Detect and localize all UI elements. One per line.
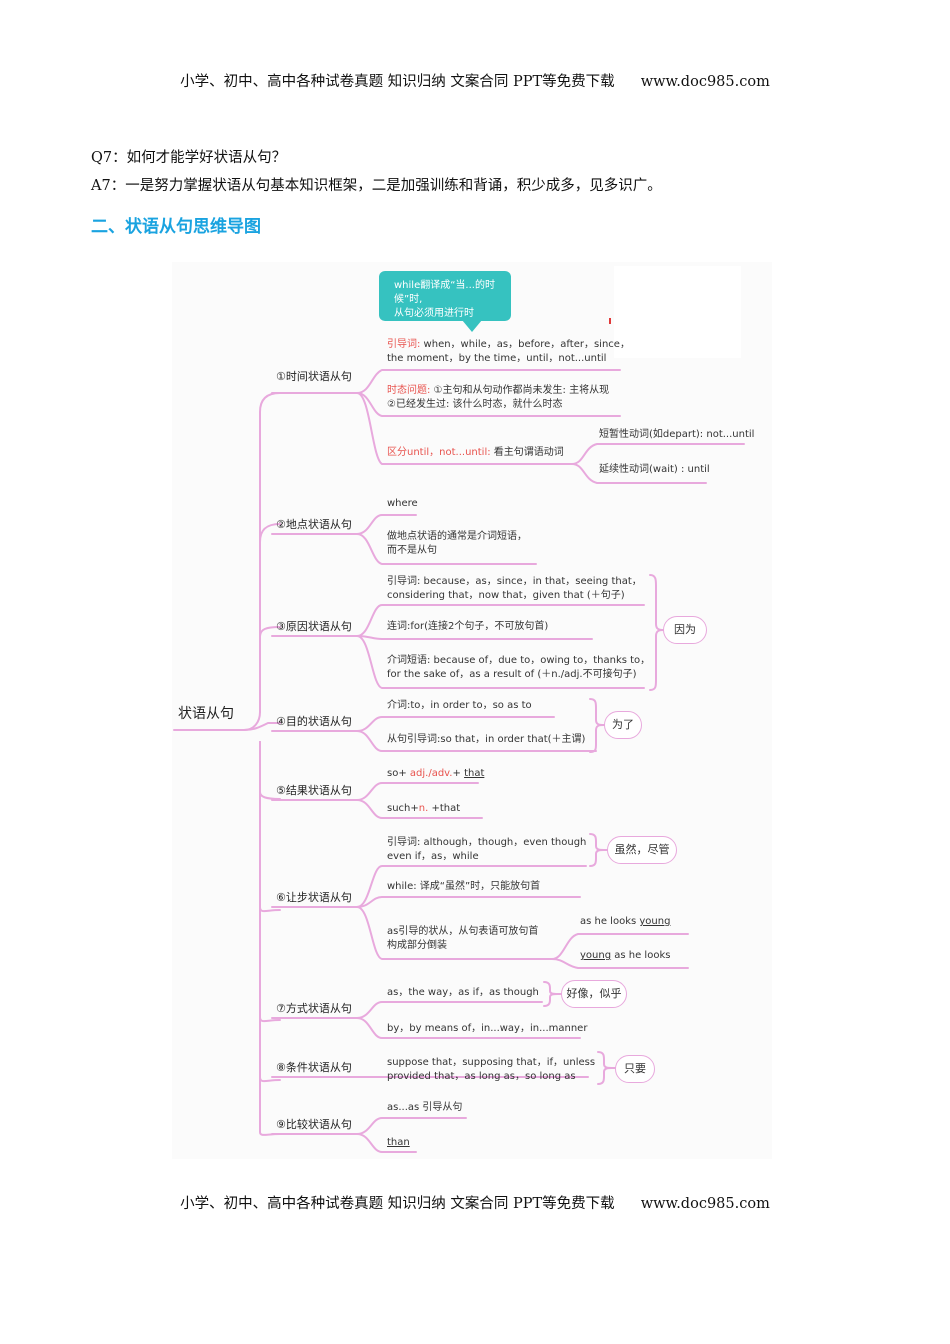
- question-q7: Q7：如何才能学好状语从句？: [91, 150, 287, 166]
- result-so-b: adj./adv.: [409, 768, 453, 779]
- page-footer: 小学、初中、高中各种试卷真题 知识归纳 文案合同 PPT等免费下载 www.doc…: [0, 1192, 950, 1213]
- branch-concession: ⑥让步状语从句: [276, 891, 352, 904]
- concession-ex2-a: young: [580, 950, 612, 961]
- reason-bubble: 因为: [663, 616, 707, 644]
- result-so: so+ adj./adv.+ that: [387, 767, 484, 781]
- concession-ex1-b: young: [639, 916, 671, 927]
- branch-time: ①时间状语从句: [276, 370, 352, 383]
- time-tense-rule-1: ①主句和从句动作都尚未发生: 主将从现: [430, 385, 610, 396]
- callout-note: while翻译成“当...的时候”时, 从句必须用进行时: [379, 271, 511, 321]
- reason-prep-2: for the sake of，as a result of (＋n./adj.…: [387, 669, 637, 680]
- callout-line-1: while翻译成“当...的时候”时,: [394, 280, 495, 305]
- time-until-text: 看主句谓语动词: [490, 447, 564, 458]
- place-where: where: [387, 498, 418, 509]
- purpose-prep: 介词:to，in order to，so as to: [387, 700, 532, 711]
- manner-prep: by，by means of，in...way，in...manner: [387, 1023, 588, 1034]
- time-until-long: 延续性动词(wait) : until: [599, 464, 710, 475]
- blank-note: [614, 266, 741, 358]
- branch-place: ②地点状语从句: [276, 518, 352, 531]
- time-tense: 时态问题: ①主句和从句动作都尚未发生: 主将从现: [387, 384, 609, 398]
- reason-prep-1: 介词短语: because of，due to，owing to，thanks …: [387, 655, 651, 666]
- concession-as-1: as引导的状从，从句表语可放句首: [387, 926, 539, 937]
- concession-conj-1: 引导词: although，though，even though: [387, 837, 587, 848]
- concession-conj-2: even if，as，while: [387, 851, 479, 862]
- manner-bubble: 好像，似乎: [561, 980, 627, 1008]
- place-note-2: 而不是从句: [387, 545, 437, 556]
- time-until-label: 区分until，not...until:: [387, 447, 491, 458]
- time-tense-label: 时态问题:: [387, 385, 431, 396]
- condition-conj-1: suppose that，supposing that，if，unless: [387, 1057, 596, 1068]
- header-text: 小学、初中、高中各种试卷真题 知识归纳 文案合同 PPT等免费下载: [180, 74, 615, 90]
- time-tense-rule-2: ②已经发生过: 该什么时态，就什么时态: [387, 399, 563, 410]
- branch-manner: ⑦方式状语从句: [276, 1002, 352, 1015]
- comparison-than: than: [387, 1137, 410, 1148]
- time-until-short: 短暂性动词(如depart): not...until: [599, 429, 755, 440]
- purpose-conj: 从句引导词:so that，in order that(＋主谓): [387, 734, 586, 745]
- section-title: 二、状语从句思维导图: [91, 217, 261, 237]
- time-until: 区分until，not...until: 看主句谓语动词: [387, 446, 564, 460]
- reason-conj-1: 引导词: because，as，since，in that，seeing tha…: [387, 576, 642, 587]
- result-such-b: n.: [418, 803, 429, 814]
- branch-result: ⑤结果状语从句: [276, 784, 352, 797]
- result-so-a: so+: [387, 768, 410, 779]
- concession-example-2: young as he looks: [580, 949, 670, 963]
- concession-ex2-b: as he looks: [611, 950, 671, 961]
- comparison-as-as: as...as 引导从句: [387, 1102, 463, 1113]
- footer-text: 小学、初中、高中各种试卷真题 知识归纳 文案合同 PPT等免费下载: [180, 1196, 615, 1212]
- callout-tail: [462, 320, 482, 332]
- concession-ex1-a: as he looks: [580, 916, 640, 927]
- branch-comparison: ⑨比较状语从句: [276, 1118, 352, 1131]
- branch-condition: ⑧条件状语从句: [276, 1061, 352, 1074]
- mind-map-lines: [173, 369, 745, 1153]
- reason-for: 连词:for(连接2个句子，不可放句首): [387, 621, 549, 632]
- page-header: 小学、初中、高中各种试卷真题 知识归纳 文案合同 PPT等免费下载 www.doc…: [0, 70, 950, 91]
- time-conj-label: 引导词:: [387, 339, 421, 350]
- reason-conj-2: considering that，now that，given that (＋句…: [387, 590, 625, 601]
- mind-map: while翻译成“当...的时候”时, 从句必须用进行时 状语从句 ①时间状语从…: [172, 262, 772, 1159]
- branch-purpose: ④目的状语从句: [276, 715, 352, 728]
- concession-example-1: as he looks young: [580, 915, 670, 929]
- root-node: 状语从句: [178, 706, 234, 722]
- purpose-bubble: 为了: [604, 711, 642, 739]
- callout-line-2: 从句必须用进行时: [394, 308, 474, 319]
- condition-conj-2: provided that，as long as，so long as: [387, 1071, 576, 1082]
- condition-bubble: 只要: [615, 1055, 655, 1083]
- red-mark: [609, 318, 611, 324]
- time-conjunctions: 引导词: when，while，as，before，after，since，: [387, 338, 630, 352]
- result-so-c: +: [452, 768, 465, 779]
- concession-while: while: 译成“虽然”时，只能放句首: [387, 881, 541, 892]
- time-conj-list: when，while，as，before，after，since，: [420, 339, 630, 350]
- answer-a7: A7：一是努力掌握状语从句基本知识框架，二是加强训练和背诵，积少成多，见多识广。: [91, 178, 662, 194]
- result-such-c: +that: [428, 803, 461, 814]
- result-so-d: that: [464, 768, 485, 779]
- result-such: such+n. +that: [387, 802, 460, 816]
- footer-url[interactable]: www.doc985.com: [640, 1196, 770, 1212]
- time-conj-list-2: the moment，by the time，until，not...until: [387, 353, 607, 364]
- header-url[interactable]: www.doc985.com: [640, 74, 770, 90]
- branch-reason: ③原因状语从句: [276, 620, 352, 633]
- manner-conj: as，the way，as if，as though: [387, 987, 539, 998]
- concession-as-2: 构成部分倒装: [387, 940, 447, 951]
- place-note-1: 做地点状语的通常是介词短语，: [387, 531, 527, 542]
- concession-bubble: 虽然，尽管: [607, 836, 677, 864]
- result-such-a: such+: [387, 803, 419, 814]
